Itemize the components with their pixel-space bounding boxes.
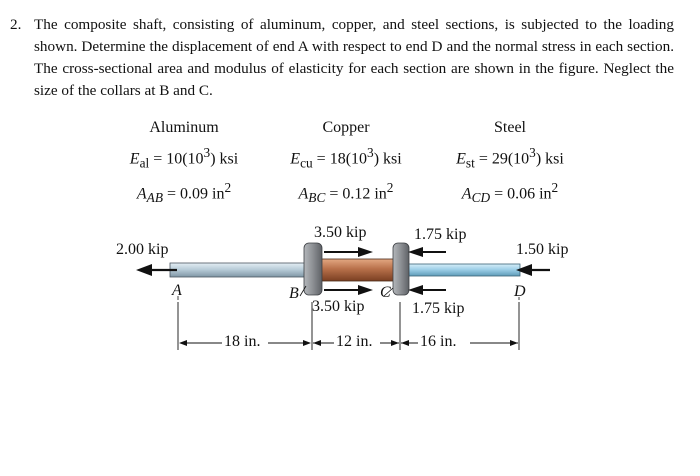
copper-properties: Copper Ecu = 18(103) ksi ABC = 0.12 in2 bbox=[264, 116, 428, 210]
aluminum-section bbox=[169, 262, 321, 278]
steel-area: ACD = 0.06 in2 bbox=[461, 179, 559, 206]
collar-b-bottom-load-label: 3.50 kip bbox=[312, 298, 365, 315]
left-load-arrow bbox=[136, 264, 177, 276]
point-b-label: B bbox=[289, 285, 299, 302]
steel-modulus: Est = 29(103) ksi bbox=[456, 145, 564, 171]
copper-modulus: Ecu = 18(103) ksi bbox=[290, 145, 402, 171]
dimension-bc-label: 12 in. bbox=[336, 333, 373, 350]
point-c-label: C bbox=[380, 284, 391, 301]
dimension-ab-label: 18 in. bbox=[224, 333, 261, 350]
dimension-line-cd bbox=[401, 340, 518, 346]
right-load-label: 1.50 kip bbox=[516, 241, 569, 258]
right-load-arrow bbox=[516, 264, 550, 276]
point-d-label: D bbox=[514, 283, 526, 300]
steel-heading: Steel bbox=[494, 119, 526, 136]
dimension-cd-label: 16 in. bbox=[420, 333, 457, 350]
collar-c-bottom-arrow bbox=[408, 285, 446, 295]
point-a-label: A bbox=[172, 282, 182, 299]
collar-c-top-load-label: 1.75 kip bbox=[414, 226, 467, 243]
steel-properties: Steel Est = 29(103) ksi ACD = 0.06 in2 bbox=[428, 116, 592, 210]
problem-text: The composite shaft, consisting of alumi… bbox=[34, 16, 674, 99]
collar-b bbox=[303, 242, 323, 296]
dimension-line-ab bbox=[179, 340, 311, 346]
collar-b-bottom-arrow bbox=[324, 285, 373, 295]
problem-statement: 2. The composite shaft, consisting of al… bbox=[10, 14, 674, 102]
left-load-label: 2.00 kip bbox=[116, 241, 169, 258]
collar-b-top-load-label: 3.50 kip bbox=[314, 224, 367, 241]
collar-c-bottom-load-label: 1.75 kip bbox=[412, 300, 465, 317]
copper-heading: Copper bbox=[322, 119, 370, 136]
aluminum-heading: Aluminum bbox=[149, 119, 219, 136]
point-b-leader bbox=[299, 285, 307, 297]
dimension-line-bc bbox=[313, 340, 399, 346]
aluminum-modulus: Eal = 10(103) ksi bbox=[129, 145, 239, 171]
problem-number: 2. bbox=[10, 16, 22, 33]
copper-section bbox=[317, 258, 399, 282]
aluminum-area: AAB = 0.09 in2 bbox=[136, 179, 232, 206]
collar-c-top-arrow bbox=[408, 247, 446, 257]
copper-area: ABC = 0.12 in2 bbox=[298, 179, 394, 206]
collar-b-top-arrow bbox=[324, 247, 373, 257]
aluminum-properties: Aluminum Eal = 10(103) ksi AAB = 0.09 in… bbox=[104, 116, 264, 210]
steel-section bbox=[395, 263, 521, 277]
collar-c bbox=[392, 242, 410, 296]
point-c-leader bbox=[383, 287, 394, 297]
